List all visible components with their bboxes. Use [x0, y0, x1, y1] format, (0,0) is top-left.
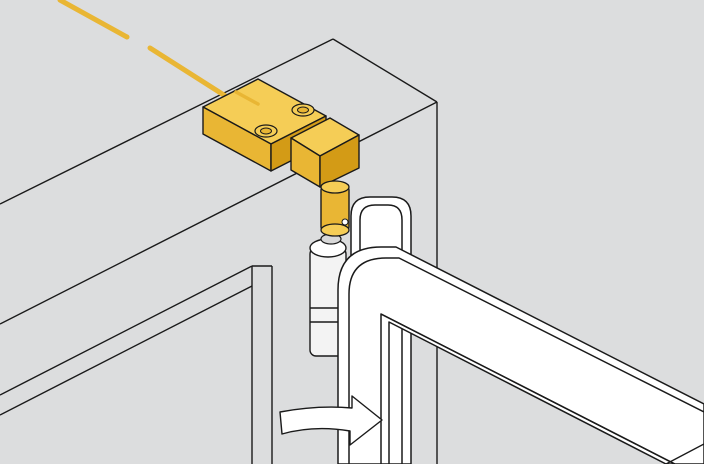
sensor-extension-right	[319, 134, 360, 188]
rotation-arrow-icon	[279, 395, 383, 446]
panel-top-edge-front	[0, 101, 438, 325]
sensor-stem-hole	[341, 218, 349, 226]
door-top-bar-inner	[348, 257, 704, 464]
door-bottom-edge	[380, 313, 677, 464]
sensor-screw-right-inner	[297, 106, 309, 114]
door-lower-right-edge	[665, 443, 704, 464]
panel-top-face	[0, 39, 437, 324]
door-opening-inner-edge	[0, 285, 253, 416]
cable-segment-2	[147, 45, 241, 107]
sensor-cable-icon	[57, 0, 241, 107]
sensor-cable-entry	[234, 90, 260, 106]
door-frame	[337, 196, 704, 464]
door-opening-top-edge	[0, 265, 253, 396]
hinge-sensor-icon	[202, 78, 360, 237]
cable-segment-1	[57, 0, 130, 40]
sensor-stem-bottom	[320, 223, 350, 237]
sensor-stem-collar	[320, 180, 350, 194]
rotation-arrow-shape	[279, 395, 383, 446]
panel-top-edge-right	[332, 38, 438, 103]
panel-top-edge-back	[0, 38, 334, 205]
sensor-screw-left-inner	[260, 127, 272, 135]
